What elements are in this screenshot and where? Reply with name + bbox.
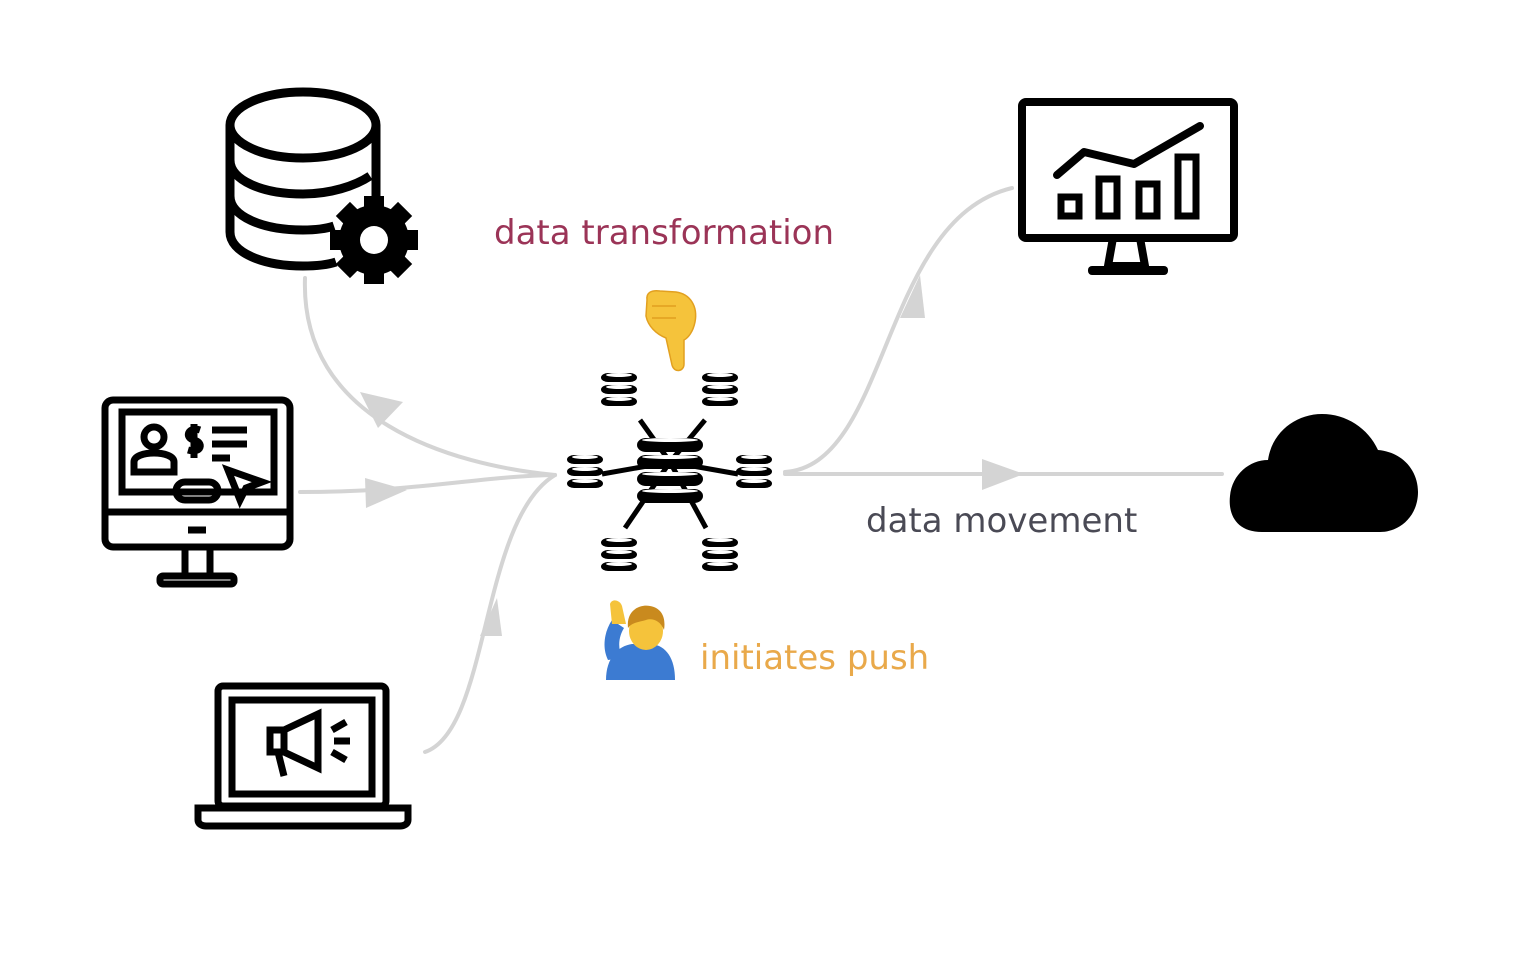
- connector-hub-to-chart: [783, 186, 1014, 474]
- hub-database-bottom-right-icon: [702, 538, 738, 571]
- hub-database-top-right-icon: [702, 373, 738, 406]
- arrowhead-chart: [900, 275, 925, 318]
- laptop-megaphone-icon: [194, 682, 412, 830]
- cloud-icon: [1229, 414, 1418, 532]
- connector-db-to-hub: [302, 276, 557, 477]
- database-gear-icon: [225, 87, 418, 284]
- arrowhead-db: [360, 392, 403, 428]
- arrowhead-laptop: [480, 598, 502, 636]
- data-movement-label: data movement: [866, 501, 1138, 541]
- arrowhead-cloud: [982, 459, 1024, 490]
- connector-laptop-to-hub: [423, 473, 557, 754]
- connector-monitor-to-hub: [298, 473, 557, 494]
- data-transformation-label: data transformation: [494, 213, 835, 253]
- arrowhead-monitor: [365, 478, 407, 508]
- hub-center-database-icon: [637, 438, 703, 503]
- monitor-dashboard-icon: [101, 396, 294, 588]
- hub-database-top-left-icon: [601, 373, 637, 406]
- initiates-push-label: initiates push: [700, 638, 930, 678]
- finger-pointing-down-icon: [645, 290, 697, 372]
- person-raising-hand-icon: [604, 600, 675, 680]
- hub-database-right-icon: [736, 455, 772, 488]
- database-network-hub-icon: [567, 373, 772, 571]
- hub-database-bottom-left-icon: [601, 538, 637, 571]
- hub-database-left-icon: [567, 455, 603, 488]
- monitor-chart-icon: [1018, 98, 1238, 275]
